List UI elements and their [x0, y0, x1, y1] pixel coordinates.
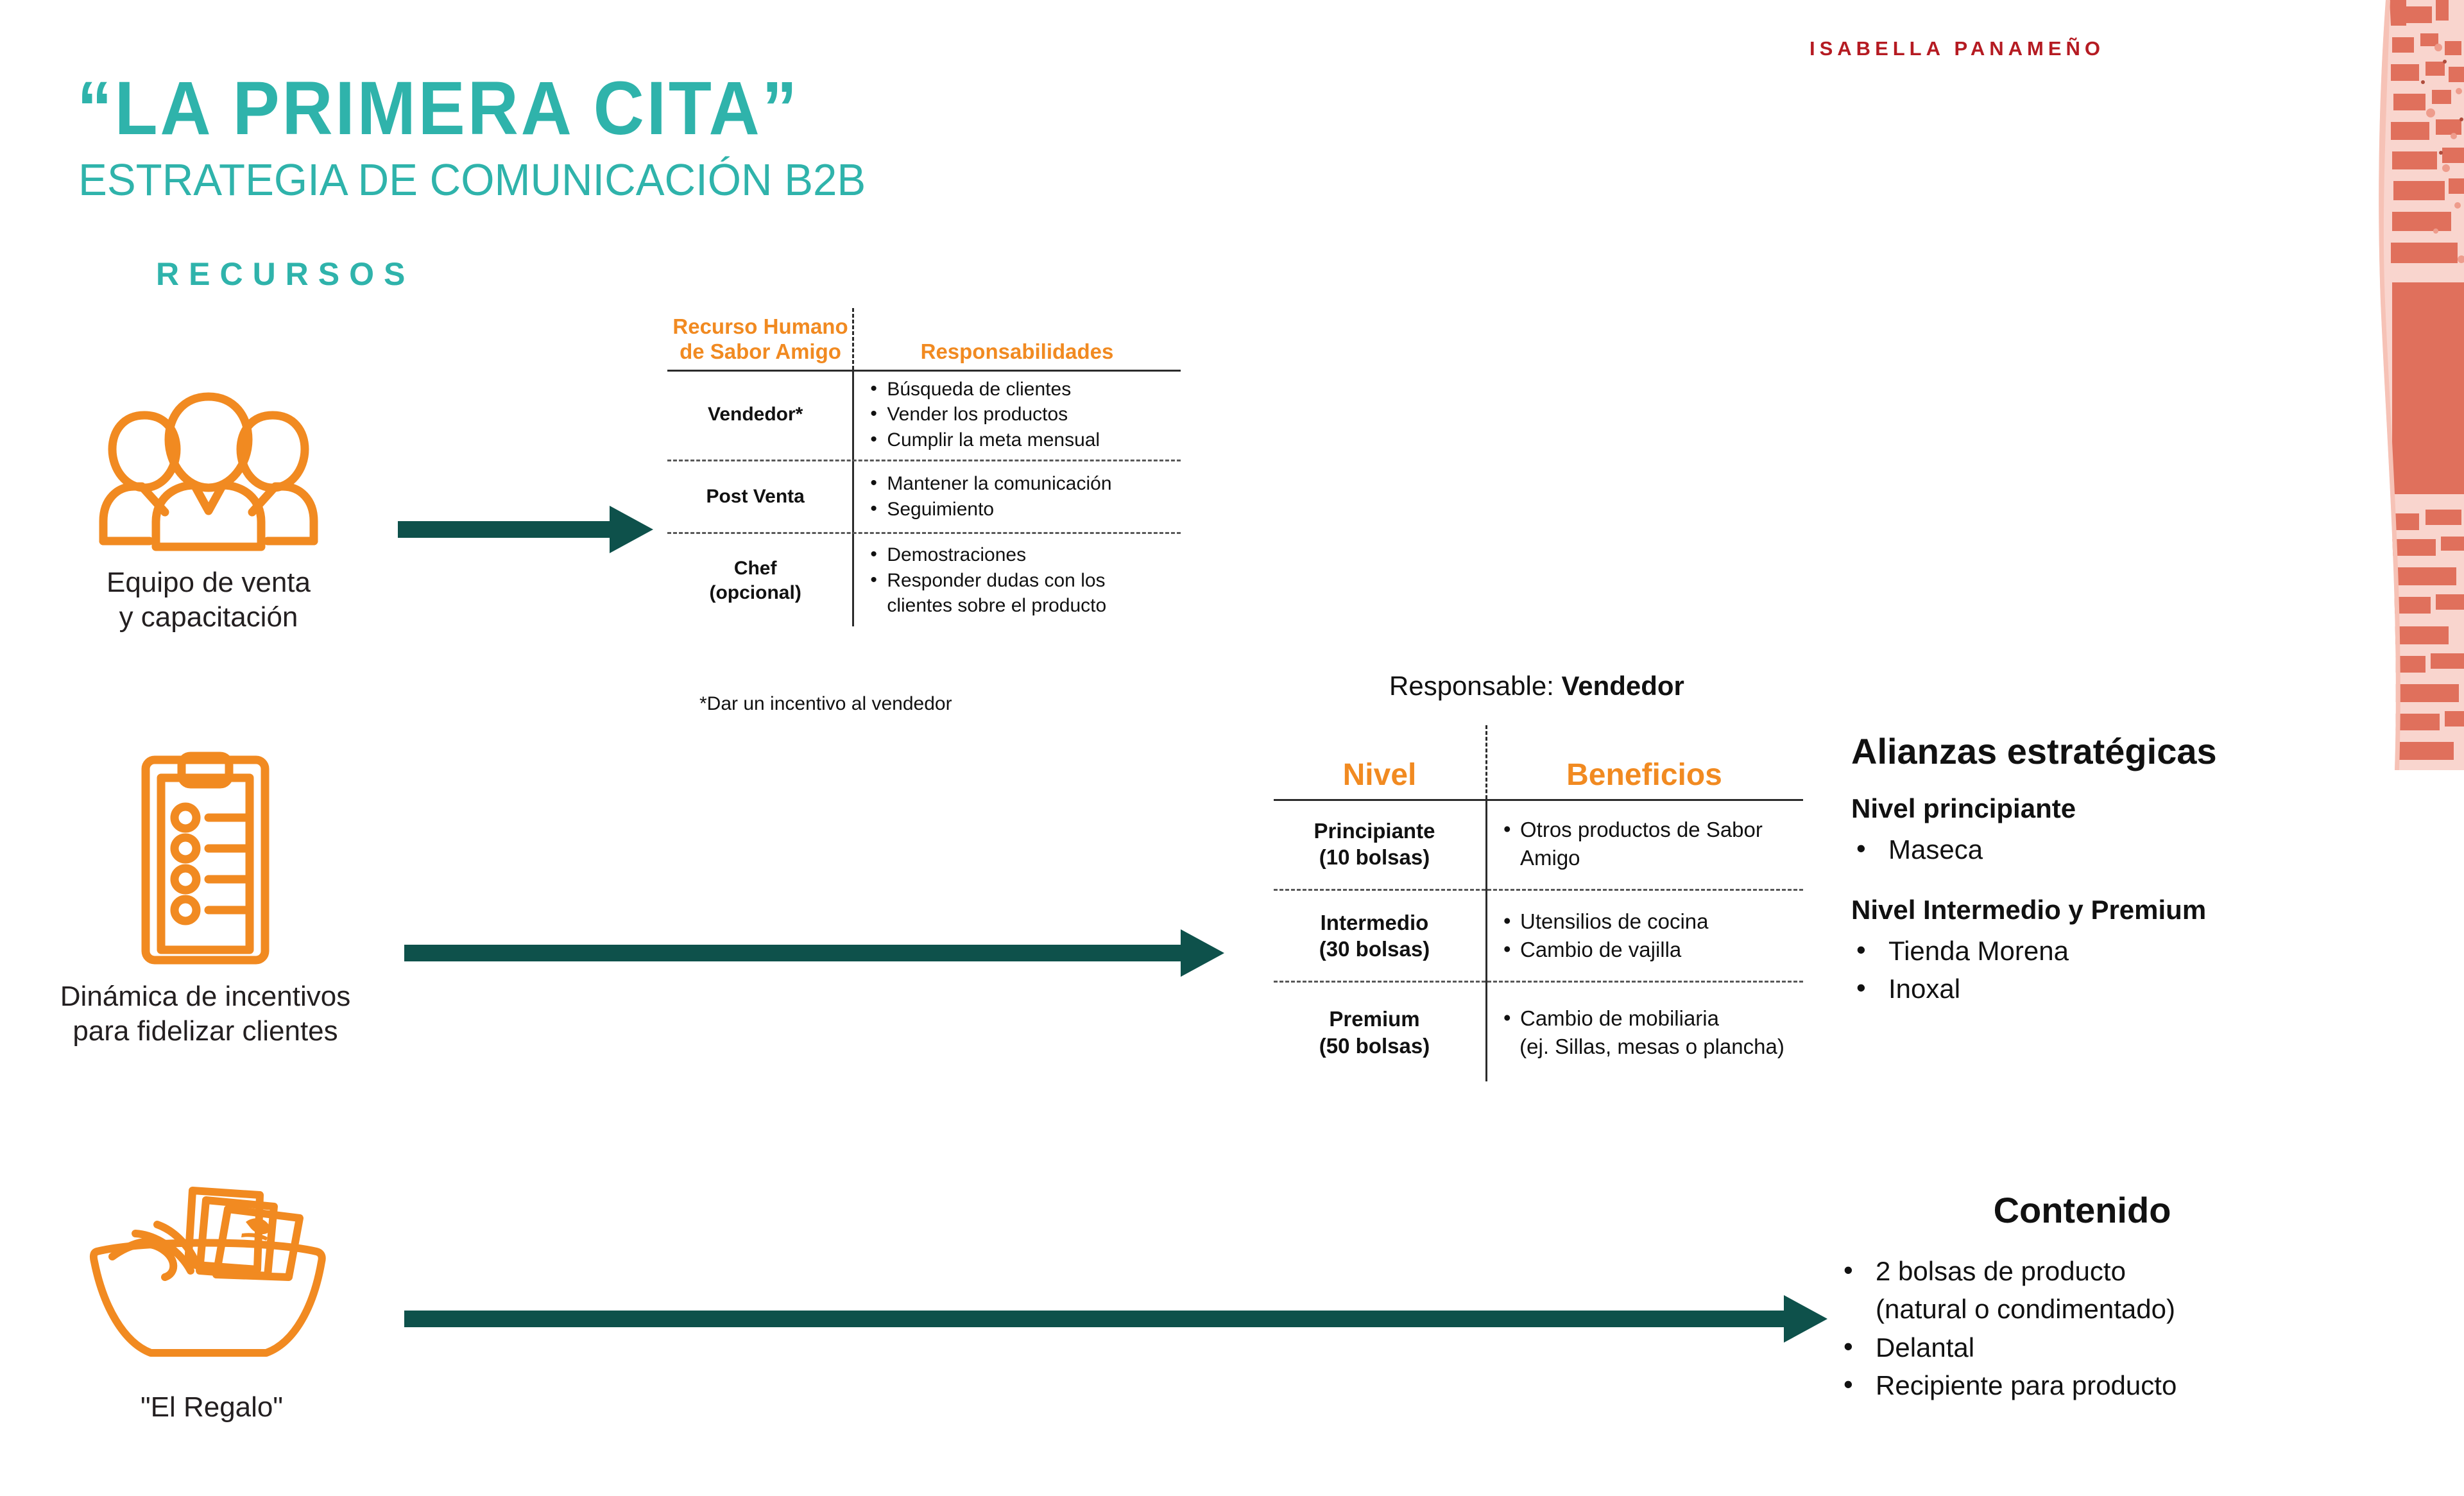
responsable-value: Vendedor	[1561, 671, 1684, 701]
table-divider-solid	[852, 370, 854, 626]
table-footnote: *Dar un incentivo al vendedor	[699, 693, 952, 714]
cell-role: Post Venta	[706, 486, 805, 508]
table-row-divider	[1274, 889, 1803, 891]
responsable-label: Responsable: Vendedor	[1389, 671, 1684, 701]
flow-arrow-3	[404, 1295, 1827, 1343]
resource-block-team: Equipo de venta y capacitación	[58, 385, 359, 634]
cell-role: Vendedor*	[707, 404, 803, 426]
section-kicker-recursos: RECURSOS	[156, 256, 415, 292]
table-header-row: Recurso Humano de Sabor Amigo Responsabi…	[667, 308, 1181, 370]
table-row: Principiante (10 bolsas) Otros productos…	[1274, 799, 1803, 889]
table-row: Chef (opcional) Demostraciones Responder…	[667, 534, 1181, 627]
alianzas-list-intermedio-premium: Tienda Morena Inoxal	[1851, 931, 2313, 1008]
responsable-prefix: Responsable:	[1389, 671, 1562, 701]
page-title: “LA PRIMERA CITA”	[77, 66, 800, 151]
alianzas-list-principiante: Maseca	[1851, 829, 2313, 869]
list-item: Vender los productos	[868, 401, 1181, 427]
panel-title: Alianzas estratégicas	[1851, 731, 2217, 771]
list-item: Maseca	[1851, 829, 2313, 869]
list-item: Utensilios de cocina	[1501, 907, 1803, 936]
panel-subtitle-principiante: Nivel principiante	[1851, 793, 2076, 823]
col-header-recurso-humano: Recurso Humano de Sabor Amigo	[672, 314, 848, 364]
cell-responsibilities: Búsqueda de clientes Vender los producto…	[843, 370, 1181, 460]
people-group-icon	[99, 392, 318, 551]
col-header-nivel: Nivel	[1342, 758, 1417, 793]
table-row: Vendedor* Búsqueda de clientes Vender lo…	[667, 370, 1181, 460]
panel-subtitle-intermedio-premium: Nivel Intermedio y Premium	[1851, 894, 2207, 925]
list-item: Cambio de vajilla	[1501, 935, 1803, 964]
cell-role: Chef (opcional)	[709, 558, 801, 603]
table-header-rule	[667, 370, 1181, 372]
resource-caption: Dinámica de incentivos para fidelizar cl…	[60, 981, 351, 1047]
cell-level: Intermedio (30 bolsas)	[1319, 910, 1430, 961]
list-item: Tienda Morena	[1851, 931, 2313, 970]
cell-responsibilities: Demostraciones Responder dudas con los c…	[843, 534, 1181, 627]
table-row-divider	[667, 460, 1181, 461]
resource-caption: Equipo de venta y capacitación	[106, 567, 311, 633]
list-item: Responder dudas con los clientes sobre e…	[868, 567, 1181, 619]
gift-basket-icon	[89, 1187, 326, 1357]
list-item: Recipiente para producto	[1838, 1365, 2326, 1405]
list-item: Seguimiento	[868, 496, 1181, 522]
table-header-row: Nivel Beneficios	[1274, 732, 1803, 799]
cell-level: Premium (50 bolsas)	[1319, 1007, 1430, 1058]
table-divider-solid	[1485, 799, 1487, 1081]
panel-title: Contenido	[1993, 1190, 2171, 1230]
cell-benefits: Otros productos de Sabor Amigo	[1475, 799, 1803, 889]
flow-arrow-1	[398, 506, 653, 553]
list-item: Mantener la comunicación	[868, 470, 1181, 497]
list-item: Inoxal	[1851, 968, 2313, 1008]
table-divider-dashed-top	[1485, 725, 1487, 799]
panel-alianzas-estrategicas: Alianzas estratégicas Nivel principiante…	[1851, 732, 2313, 1008]
cell-benefits: Cambio de mobiliaria (ej. Sillas, mesas …	[1475, 983, 1803, 1082]
flow-arrow-2	[404, 929, 1224, 977]
watercolor-decoration	[2379, 0, 2464, 770]
table-recursos-humanos: Recurso Humano de Sabor Amigo Responsabi…	[667, 308, 1181, 627]
table-divider-dashed-top	[852, 308, 854, 370]
resource-caption: "El Regalo"	[140, 1391, 284, 1423]
table-row-divider	[667, 532, 1181, 534]
cell-responsibilities: Mantener la comunicación Seguimiento	[843, 461, 1181, 532]
contenido-list: 2 bolsas de producto (natural o condimen…	[1838, 1251, 2326, 1406]
list-item: Otros productos de Sabor Amigo	[1501, 815, 1803, 872]
list-item: Búsqueda de clientes	[868, 376, 1181, 402]
table-row-divider	[1274, 981, 1803, 983]
list-item: Cumplir la meta mensual	[868, 427, 1181, 453]
table-row: Post Venta Mantener la comunicación Segu…	[667, 461, 1181, 532]
list-item: 2 bolsas de producto (natural o condimen…	[1838, 1251, 2326, 1328]
panel-contenido: Contenido 2 bolsas de producto (natural …	[1838, 1191, 2326, 1405]
list-item: Demostraciones	[868, 542, 1181, 568]
col-header-beneficios: Beneficios	[1566, 758, 1722, 793]
cell-benefits: Utensilios de cocina Cambio de vajilla	[1475, 891, 1803, 981]
resource-block-gift: "El Regalo"	[61, 1181, 363, 1425]
clipboard-checklist-icon	[141, 752, 270, 965]
table-header-rule	[1274, 799, 1803, 801]
author-credit: ISABELLA PANAMEÑO	[1810, 37, 2105, 60]
resource-block-incentives: Dinámica de incentivos para fidelizar cl…	[55, 751, 356, 1048]
col-header-responsabilidades: Responsabilidades	[920, 340, 1114, 364]
table-row: Intermedio (30 bolsas) Utensilios de coc…	[1274, 891, 1803, 981]
cell-level: Principiante (10 bolsas)	[1313, 818, 1435, 869]
page-subtitle: ESTRATEGIA DE COMUNICACIÓN B2B	[78, 155, 866, 205]
list-item: Delantal	[1838, 1327, 2326, 1367]
table-niveles-beneficios: Nivel Beneficios Principiante (10 bolsas…	[1274, 725, 1803, 1082]
list-item: Cambio de mobiliaria	[1501, 1004, 1803, 1033]
list-item-note: (ej. Sillas, mesas o plancha)	[1519, 1034, 1784, 1058]
table-row: Premium (50 bolsas) Cambio de mobiliaria…	[1274, 983, 1803, 1082]
